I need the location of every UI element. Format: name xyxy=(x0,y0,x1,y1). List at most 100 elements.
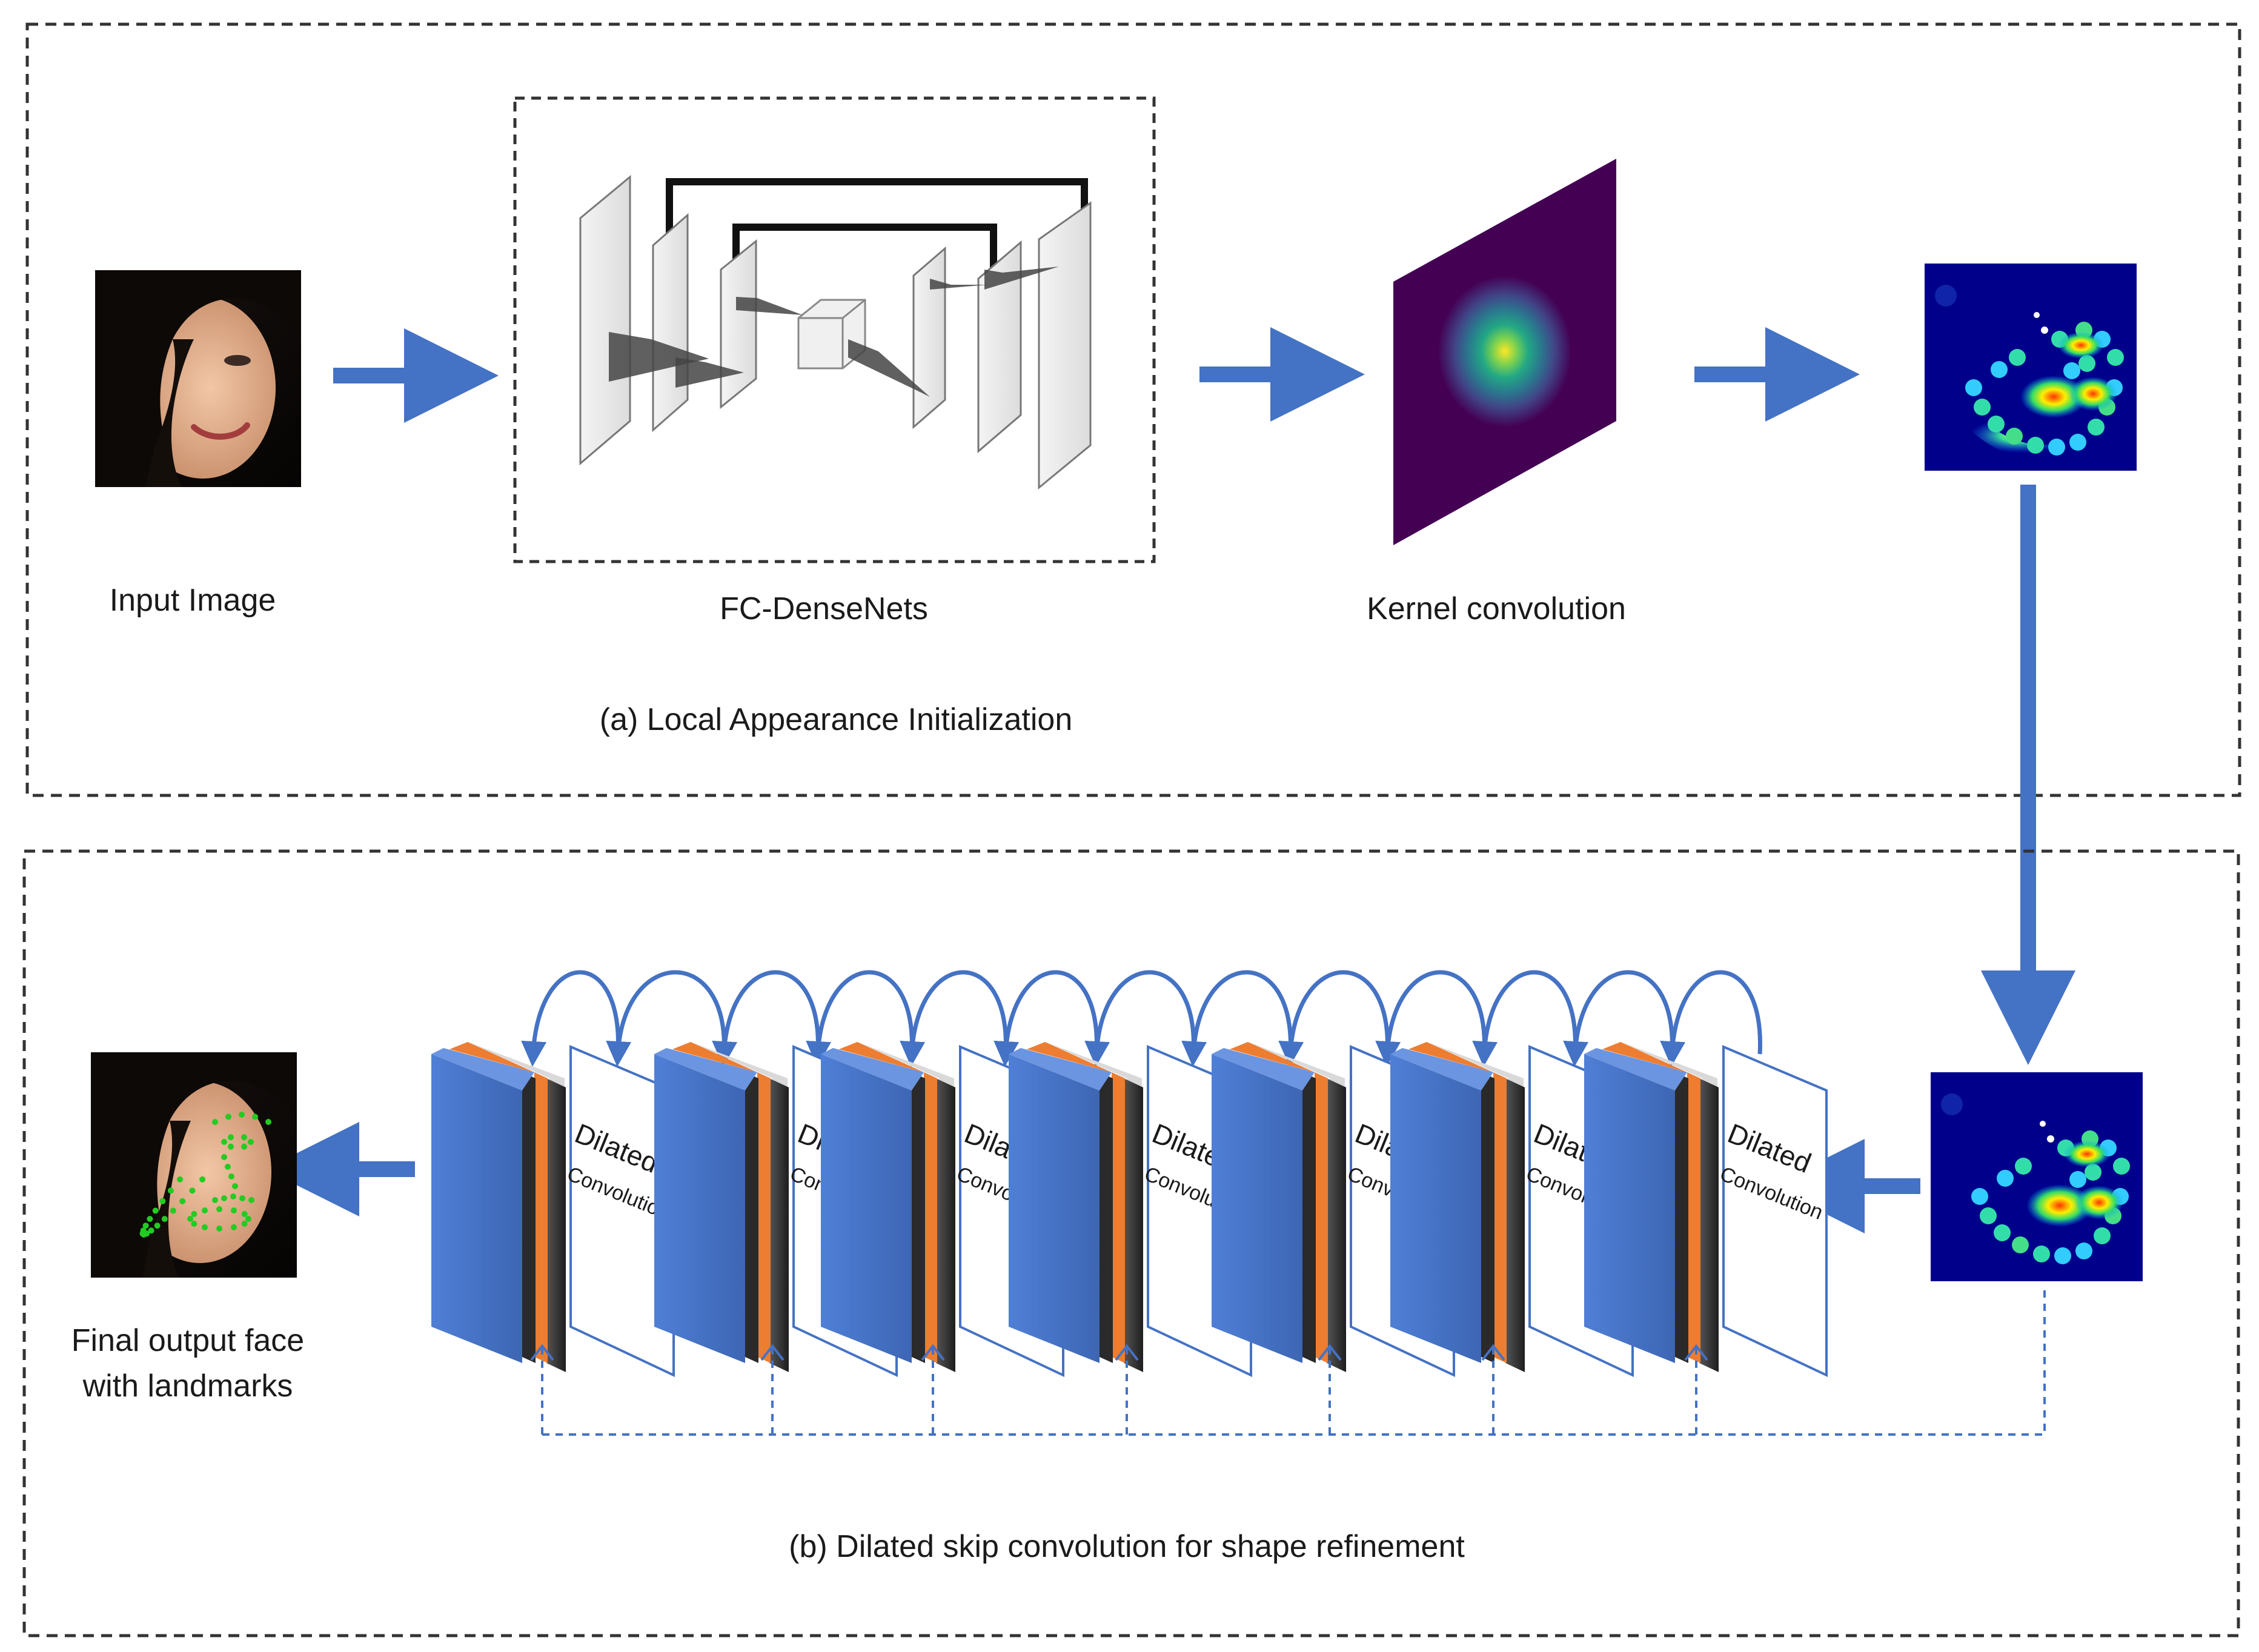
block-blue-face xyxy=(1212,1054,1302,1363)
block-orange-layer xyxy=(757,1072,771,1363)
dashed-feed-arrowhead xyxy=(1318,1344,1342,1361)
skip-arc-arrow xyxy=(606,970,726,1067)
block-blue-top xyxy=(1212,1048,1315,1090)
panel-a-frame xyxy=(25,22,2241,797)
panel-a-caption: (a) Local Appearance Initialization xyxy=(600,702,1072,737)
skip-arc-arrow xyxy=(1563,970,1674,1067)
landmark-dot xyxy=(147,1216,153,1222)
block-dark-layer xyxy=(1699,1078,1719,1372)
landmark-dot xyxy=(167,1187,174,1194)
landmark-dot xyxy=(231,1207,237,1214)
block-blue-face xyxy=(1584,1054,1675,1363)
block-orange-top xyxy=(1027,1042,1125,1078)
landmark-dot xyxy=(202,1224,208,1230)
landmark-dot xyxy=(225,1113,231,1120)
landmark-dot xyxy=(191,1211,197,1217)
landmark-dot xyxy=(177,1176,183,1183)
landmark-dot xyxy=(152,1207,159,1214)
fc-densenets-frame xyxy=(513,96,1156,563)
landmark-dot xyxy=(212,1119,218,1125)
landmark-dot xyxy=(191,1221,197,1227)
landmark-dot xyxy=(248,1139,254,1145)
block-orange-layer xyxy=(1315,1072,1328,1363)
block-dark-layer xyxy=(1327,1078,1346,1372)
block-blue-top xyxy=(1009,1048,1112,1090)
input-face-image xyxy=(95,270,301,487)
block-orange-top xyxy=(1602,1042,1700,1078)
skip-arc-arrow xyxy=(1660,970,1762,1067)
panel-b-frame xyxy=(22,849,2240,1637)
landmark-dot xyxy=(239,1112,245,1118)
landmark-dot xyxy=(187,1216,193,1222)
landmark-dot xyxy=(221,1139,227,1145)
block-black-layer xyxy=(1675,1072,1688,1363)
block-blue-top xyxy=(1584,1048,1687,1090)
landmark-dot xyxy=(216,1226,222,1232)
output-label-line2: with landmarks xyxy=(82,1368,293,1404)
landmark-dot xyxy=(241,1143,247,1150)
landmark-dot xyxy=(202,1207,208,1214)
landmark-dot xyxy=(142,1222,149,1229)
landmark-dot xyxy=(232,1183,238,1189)
block-orange-layer xyxy=(534,1072,548,1363)
landmark-dot xyxy=(179,1198,186,1204)
dilated-convolution-stack: DilatedConvolutionDilatedConvolutionDila… xyxy=(431,970,1828,1378)
skip-arc-arrow xyxy=(806,970,914,1067)
block-dark-layer xyxy=(546,1078,566,1372)
block-dark-layer xyxy=(936,1078,955,1372)
landmark-dot xyxy=(221,1154,227,1160)
block-dark-layer xyxy=(1124,1078,1143,1372)
dashed-feed-arrowhead xyxy=(1684,1344,1708,1361)
landmark-dot xyxy=(241,1211,248,1217)
skip-arc-arrow xyxy=(1278,970,1390,1067)
landmark-dot xyxy=(159,1198,166,1204)
dashed-skip-connections xyxy=(530,1290,2046,1436)
landmark-dot xyxy=(212,1197,218,1203)
skip-arc-arrow xyxy=(900,970,1008,1067)
landmark-dot xyxy=(140,1227,147,1234)
block-black-layer xyxy=(1100,1072,1113,1363)
dilated-card xyxy=(1722,1044,1828,1378)
landmark-dot xyxy=(230,1193,236,1199)
block-orange-top xyxy=(1230,1042,1328,1078)
landmark-dot xyxy=(228,1134,234,1141)
skip-arc-arrow xyxy=(1084,970,1196,1067)
block-blue-face xyxy=(1390,1054,1481,1363)
landmark-dot xyxy=(225,1164,231,1170)
landmark-dot xyxy=(252,1113,258,1120)
landmark-dot xyxy=(199,1176,206,1183)
dilated-card xyxy=(569,1044,675,1378)
output-label-line1: Final output face xyxy=(71,1323,304,1358)
dashed-feed-arrowhead xyxy=(760,1344,785,1361)
heatmap-output-image xyxy=(1925,264,2137,471)
landmark-dot xyxy=(154,1222,161,1229)
dashed-feed-arrowhead xyxy=(1115,1344,1139,1361)
landmark-dot xyxy=(161,1216,168,1222)
block-dark-layer xyxy=(769,1078,789,1372)
dashed-feed-arrowhead xyxy=(1481,1344,1505,1361)
landmark-dot xyxy=(170,1207,176,1214)
block-black-layer xyxy=(745,1072,758,1363)
block-black-layer xyxy=(1302,1072,1316,1363)
skip-arc-arrow xyxy=(1472,970,1577,1067)
panel-b-caption: (b) Dilated skip convolution for shape r… xyxy=(789,1529,1465,1564)
block-blue-face xyxy=(431,1054,522,1363)
block-orange-layer xyxy=(1493,1072,1507,1363)
input-image-label: Input Image xyxy=(110,583,276,618)
landmark-dot xyxy=(221,1195,227,1201)
block-blue-top xyxy=(1390,1048,1493,1090)
landmark-dot xyxy=(241,1221,248,1227)
skip-arc-arrow xyxy=(712,970,820,1067)
block-blue-face xyxy=(654,1054,745,1363)
kernel-convolution-label: Kernel convolution xyxy=(1367,591,1626,626)
block-blue-top xyxy=(654,1048,757,1090)
dashed-feed-arrowhead xyxy=(530,1344,554,1361)
block-blue-top xyxy=(431,1048,534,1090)
block-orange-layer xyxy=(1112,1072,1125,1363)
block-black-layer xyxy=(912,1072,925,1363)
skip-arc-arrow xyxy=(1181,970,1293,1067)
block-orange-top xyxy=(1408,1042,1507,1078)
block-orange-top xyxy=(839,1042,937,1078)
block-black-layer xyxy=(522,1072,536,1363)
block-orange-layer xyxy=(924,1072,937,1363)
